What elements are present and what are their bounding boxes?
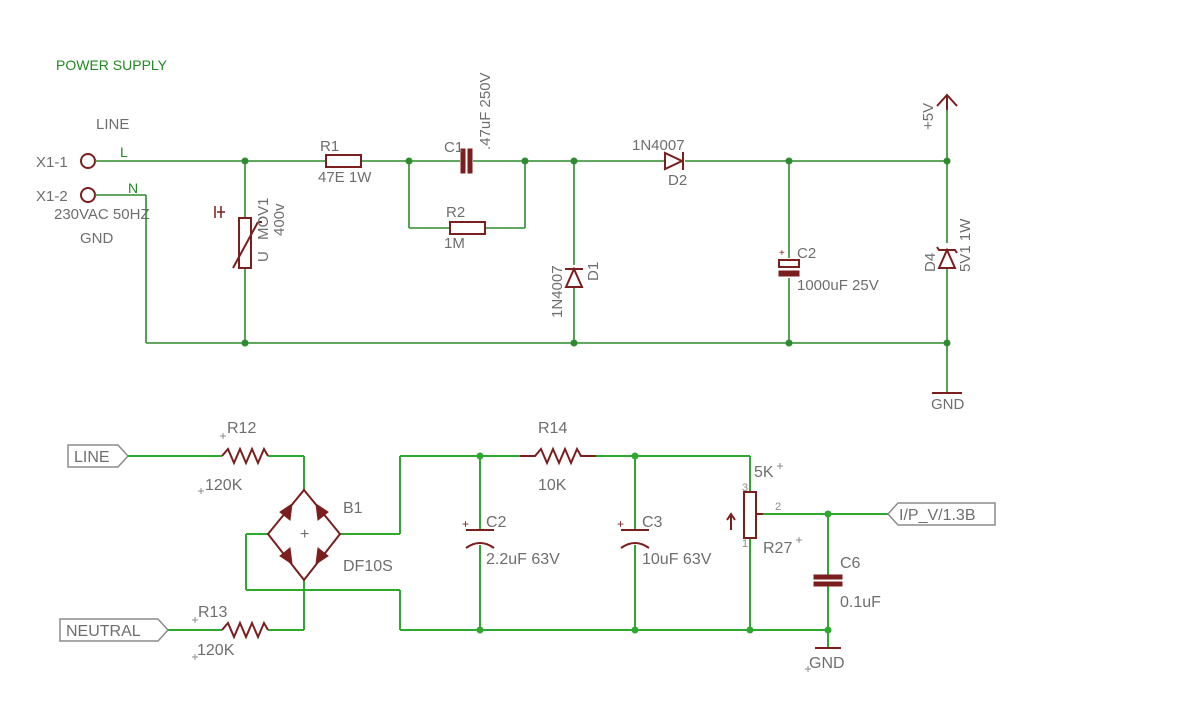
gnd-left-label: GND — [80, 230, 114, 247]
r14-value: 10K — [538, 477, 567, 494]
svg-text:LINE: LINE — [74, 449, 110, 466]
c3-name: C3 — [642, 514, 663, 531]
mov-value: 400v — [271, 203, 288, 236]
port-line: LINE — [67, 444, 130, 468]
svg-text:+: + — [617, 517, 624, 531]
c2-bottom-name: C2 — [486, 514, 507, 531]
b1-name: B1 — [343, 500, 363, 517]
r2-name: R2 — [446, 204, 465, 221]
c6-name: C6 — [840, 555, 861, 572]
terminal-x1-2 — [80, 187, 96, 203]
resistor-r2 — [449, 221, 486, 235]
schematic-title: POWER SUPPLY — [56, 57, 168, 73]
capacitor-c2-top: + — [778, 248, 800, 277]
r27-pin1: 1 — [742, 538, 748, 550]
c6-value: 0.1uF — [840, 594, 881, 611]
resistor-r12 — [221, 446, 269, 466]
diode-d2 — [664, 151, 685, 171]
line-label: LINE — [96, 116, 129, 133]
bottom-wires — [128, 455, 888, 648]
d2-name: D2 — [668, 172, 687, 189]
d1-value: 1N4007 — [549, 265, 566, 318]
port-output: I/P_V/1.3B — [886, 502, 996, 526]
capacitor-c2-bottom: + — [462, 517, 495, 549]
d2-value: 1N4007 — [632, 137, 685, 154]
resistor-r13 — [221, 620, 269, 640]
diode-d1 — [564, 266, 584, 288]
c2-bottom-value: 2.2uF 63V — [486, 551, 560, 568]
r27-name: R27 — [763, 540, 792, 557]
svg-text:+: + — [462, 517, 469, 531]
bottom-junctions — [476, 452, 832, 634]
d1-name: D1 — [585, 262, 602, 281]
r27-value: 5K — [754, 464, 774, 481]
capacitor-c6 — [813, 574, 843, 587]
r27-pin3: 3 — [742, 482, 748, 494]
svg-text:I/P_V/1.3B: I/P_V/1.3B — [899, 507, 976, 524]
c2-top-value: 1000uF 25V — [797, 277, 879, 294]
r13-value: 120K — [197, 642, 235, 659]
capacitor-c1 — [460, 148, 473, 174]
c1-value: .47uF 250V — [477, 72, 494, 150]
svg-text:+: + — [779, 248, 785, 259]
b1-plus: + — [300, 526, 309, 543]
potentiometer-r27 — [726, 491, 763, 539]
vcc-arrow-icon — [936, 93, 958, 110]
r27-pin2: 2 — [775, 501, 781, 513]
resistor-r1 — [325, 154, 362, 168]
gnd-bottom-label: GND — [809, 655, 845, 672]
r2-value: 1M — [444, 235, 465, 252]
l-label: L — [120, 144, 128, 160]
d4-name: D4 — [922, 253, 939, 272]
r1-value: 47E 1W — [318, 169, 372, 186]
r1-name: R1 — [320, 138, 339, 155]
top-wires — [95, 110, 948, 393]
vac-label: 230VAC 50HZ — [54, 206, 150, 223]
svg-text:NEUTRAL: NEUTRAL — [66, 623, 141, 640]
terminal-x1-1 — [80, 153, 96, 169]
c1-name: C1 — [444, 139, 463, 156]
zener-d4 — [936, 246, 958, 269]
x1-2-label: X1-2 — [36, 188, 68, 205]
top-junctions — [241, 157, 951, 347]
r13-name: R13 — [198, 604, 227, 621]
bridge-rectifier-b1 — [266, 488, 342, 582]
d4-value: 5V1 1W — [957, 218, 974, 272]
port-neutral: NEUTRAL — [59, 618, 170, 642]
r12-name: R12 — [227, 420, 256, 437]
mov-u: U — [255, 251, 272, 262]
vplus-label: +5V — [920, 103, 937, 130]
varistor-mov1 — [214, 206, 262, 269]
r14-name: R14 — [538, 420, 567, 437]
n-label: N — [128, 180, 138, 196]
mov-name: MOV1 — [255, 197, 272, 240]
gnd-right-label: GND — [931, 396, 965, 413]
capacitor-c3: + — [617, 517, 650, 549]
x1-1-label: X1-1 — [36, 154, 68, 171]
r12-value: 120K — [205, 477, 243, 494]
b1-value: DF10S — [343, 558, 393, 575]
c3-value: 10uF 63V — [642, 551, 712, 568]
c2-top-name: C2 — [797, 245, 816, 262]
resistor-r14 — [520, 446, 596, 466]
